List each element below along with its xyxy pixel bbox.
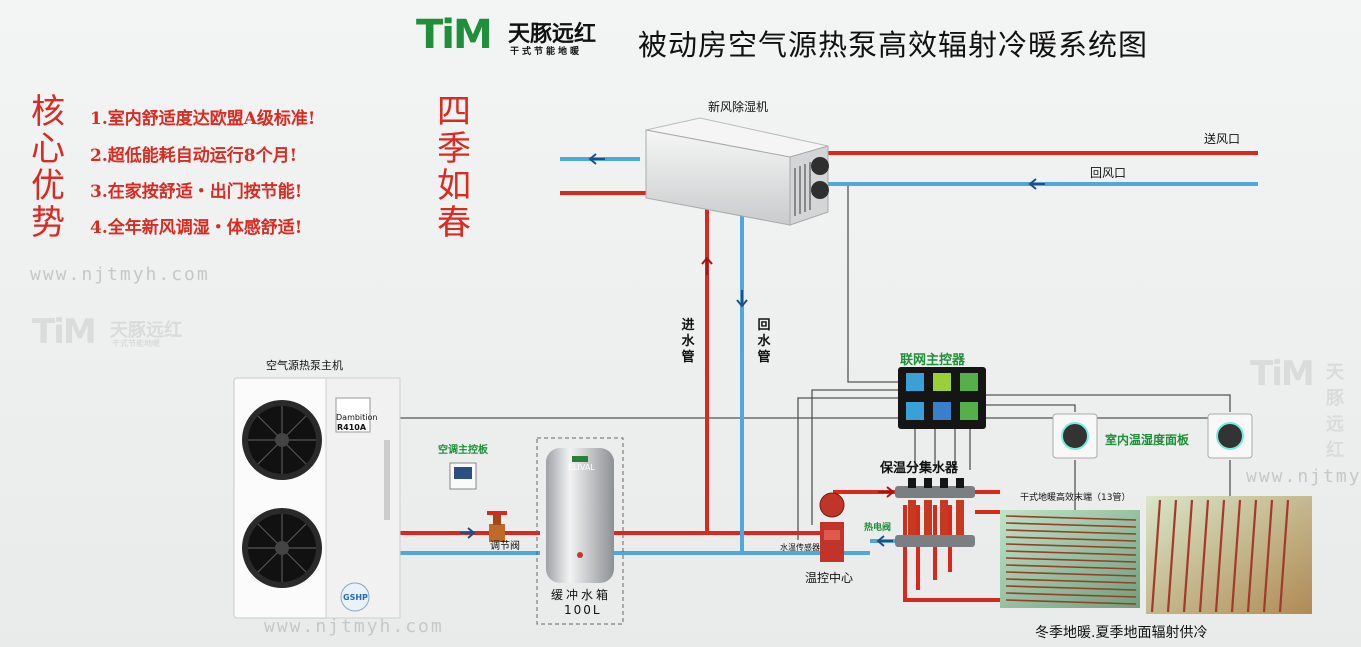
floor-heating-image-2: [1146, 496, 1312, 614]
heat-pump-label: 空气源热泵主机: [266, 359, 343, 372]
dehumidifier-label: 新风除湿机: [708, 100, 769, 114]
flow-arrows: [460, 153, 1045, 547]
brand-logo-mark: TiM: [416, 12, 493, 58]
dehumidifier-unit: [645, 117, 829, 226]
advantage-item-1: 1.室内舒适度达欧盟A级标准!: [90, 109, 316, 129]
floor-tube-line: [1214, 499, 1226, 613]
floor-tube-line: [1005, 599, 1137, 605]
refrigerant-label: R410A: [337, 423, 367, 432]
watermark-url-3: www.njtmy: [1246, 466, 1361, 487]
ac-control-panel: [449, 462, 477, 490]
core-advantages-heading: 核心优势: [31, 92, 65, 243]
floor-tube-line: [1005, 564, 1137, 570]
inlet-pipe-label: 进水管: [681, 318, 695, 365]
thermostat-panels: [1052, 413, 1253, 459]
floor-tube-line: [1005, 592, 1137, 598]
supply-air-label: 送风口: [1204, 132, 1241, 146]
regulating-valve: [487, 511, 507, 542]
floor-tube-line: [1150, 499, 1162, 613]
watermark-logo-name-2: 天豚远红: [1326, 362, 1344, 461]
floor-tube-line: [1262, 499, 1274, 613]
floor-end-label: 干式地暖高效末端（13管）: [1020, 493, 1131, 503]
floor-tube-line: [1182, 499, 1194, 613]
tank-brand: ELIVAL: [568, 463, 595, 472]
floor-tube-line: [1005, 522, 1137, 528]
floor-tube-line: [1005, 543, 1137, 549]
thermal-valve-label: 热电阀: [864, 523, 892, 533]
floor-tube-line: [1246, 499, 1258, 613]
page-title: 被动房空气源热泵高效辐射冷暖系统图: [638, 28, 1149, 62]
temp-center-label: 温控中心: [805, 571, 854, 585]
manifold-label: 保温分集水器: [880, 461, 959, 476]
floor-tube-line: [1278, 499, 1290, 613]
floor-tube-line: [1166, 499, 1178, 613]
slogan: 四季如春: [437, 92, 471, 243]
floor-tube-line: [1005, 515, 1137, 521]
floor-tube-line: [1005, 571, 1137, 577]
floor-heating-image-1: [1000, 510, 1140, 608]
signal-wires: [400, 184, 1246, 540]
heat-pump-brand: Dambition: [336, 413, 378, 422]
circulation-pump: [819, 492, 845, 562]
floor-tube-line: [1005, 578, 1137, 584]
floor-caption: 冬季地暖.夏季地面辐射供冷: [1035, 625, 1208, 641]
floor-tube-line: [1230, 499, 1242, 613]
floor-tube-line: [1005, 529, 1137, 535]
advantage-item-2: 2.超低能耗自动运行8个月!: [90, 146, 298, 166]
buffer-tank: [536, 437, 624, 625]
water-sensor-label: 水温传感器: [780, 543, 820, 552]
thermo-panel-label: 室内温湿度面板: [1105, 433, 1190, 447]
floor-tube-line: [1005, 536, 1137, 542]
watermark-logo-name-1: 天豚远红: [110, 320, 182, 341]
advantage-item-4: 4.全年新风调湿・体感舒适!: [90, 218, 303, 238]
watermark-url-1: www.njtmyh.com: [30, 264, 210, 285]
manifold: [895, 478, 975, 547]
valve-label: 调节阀: [490, 541, 520, 552]
advantage-item-3: 3.在家按舒适・出门按节能!: [90, 182, 303, 202]
watermark-url-2: www.njtmyh.com: [264, 616, 444, 637]
watermark-logo-2: TiM: [1250, 354, 1315, 394]
floor-tube-line: [1198, 499, 1210, 613]
network-controller-label: 联网主控器: [900, 353, 966, 368]
floor-tube-line: [1005, 550, 1137, 556]
tank-volume: 100L: [564, 603, 602, 617]
heat-pump-unit: [233, 377, 401, 619]
floor-tube-line: [1005, 585, 1137, 591]
gshp-badge: GSHP: [343, 593, 368, 602]
return-air-label: 回风口: [1090, 166, 1127, 180]
watermark-logo-1: TiM: [32, 312, 97, 352]
brand-logo-name: 天豚远红: [508, 22, 597, 47]
return-pipe-label: 回水管: [757, 318, 771, 365]
brand-logo-subtitle: 干式节能地暖: [510, 47, 583, 57]
ac-panel-label: 空调主控板: [438, 445, 488, 456]
watermark-logo-sub-1: 干式节能地暖: [112, 339, 160, 348]
network-controller: [898, 367, 986, 429]
tank-label: 缓冲水箱: [551, 588, 612, 602]
floor-tube-line: [1005, 557, 1137, 563]
